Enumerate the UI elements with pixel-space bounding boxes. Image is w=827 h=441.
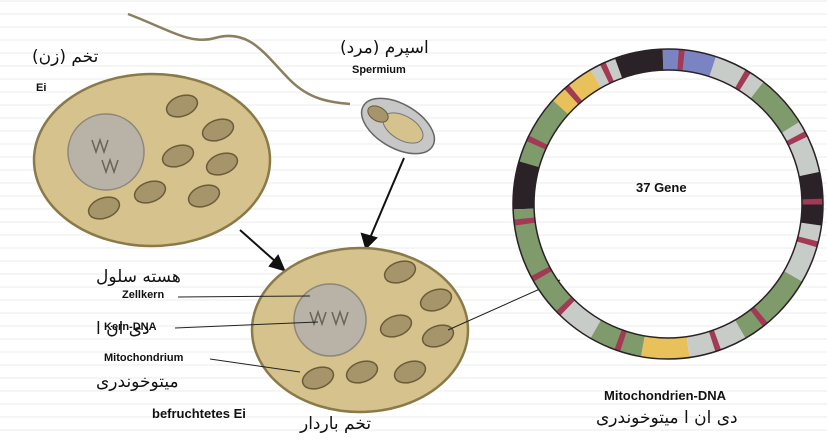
ring-trna-marker bbox=[796, 136, 799, 141]
ring-trna-marker bbox=[571, 93, 575, 97]
arrow-egg-to-zygote bbox=[240, 230, 276, 262]
fertilized-egg-label-fa: تخم باردار bbox=[300, 414, 371, 434]
zygote-nucleus bbox=[294, 284, 366, 356]
arrow-sperm-to-zygote bbox=[370, 158, 404, 238]
ring-trna-marker bbox=[564, 304, 568, 308]
ring-trna-marker bbox=[807, 239, 808, 244]
mitochondrium-label-de: Mitochondrium bbox=[104, 352, 183, 364]
ring-trna-marker bbox=[618, 340, 623, 342]
ring-gene-segment bbox=[740, 276, 793, 329]
ring-gene-segment bbox=[713, 67, 757, 91]
ring-gene-segment bbox=[523, 164, 529, 209]
egg-label-de: Ei bbox=[36, 82, 46, 94]
nucleus-label-fa: هسته سلول bbox=[96, 267, 181, 287]
ring-trna-marker bbox=[536, 140, 538, 145]
egg-cell bbox=[34, 74, 270, 246]
ring-trna-marker bbox=[605, 72, 610, 74]
mitochondrium-label-fa: میتوخوندری bbox=[96, 372, 179, 392]
egg-nucleus bbox=[68, 114, 144, 190]
sperm-label-de: Spermium bbox=[352, 64, 406, 76]
dna-label-de: Kern-DNA bbox=[104, 321, 157, 333]
arrow-sperm-head bbox=[362, 234, 376, 248]
ring-trna-marker bbox=[757, 315, 761, 318]
ring-trna-marker bbox=[540, 271, 543, 276]
sperm-label-fa: اسپرم (مرد) bbox=[340, 38, 429, 58]
nucleus-label-de: Zellkern bbox=[122, 289, 164, 301]
fertilized-egg-label-de: befruchtetes Ei bbox=[152, 406, 246, 421]
ring-gene-segment bbox=[643, 346, 688, 348]
ring-trna-marker bbox=[524, 219, 525, 225]
ring-gene-segment bbox=[619, 60, 663, 69]
ring-trna-marker bbox=[740, 79, 745, 82]
ring-gene-segment bbox=[564, 304, 596, 329]
ring-gene-count: 37 Gene bbox=[636, 180, 687, 195]
fertilized-egg bbox=[252, 248, 468, 412]
ring-gene-segment bbox=[663, 60, 713, 67]
mtdna-label-de: Mitochondrien-DNA bbox=[604, 388, 726, 403]
ring-gene-segment bbox=[529, 107, 561, 164]
egg-label-fa: تخم (زن) bbox=[32, 47, 98, 67]
mtdna-ring bbox=[513, 49, 823, 359]
ring-trna-marker bbox=[712, 340, 717, 342]
ring-inner-edge bbox=[534, 70, 802, 338]
mtdna-label-fa: دی ان ا میتوخوندری bbox=[596, 408, 738, 428]
